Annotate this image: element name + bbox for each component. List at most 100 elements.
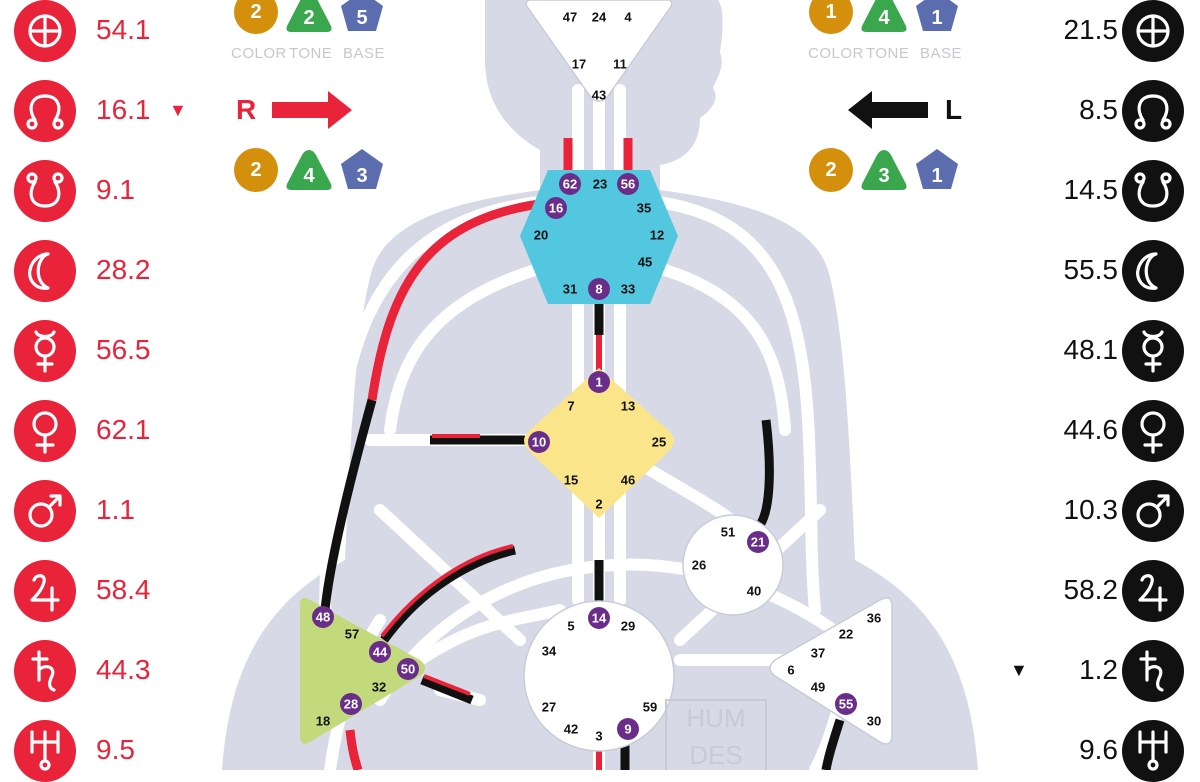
planet-gate-value: 58.4	[96, 574, 151, 605]
planet-gate-value: 54.1	[96, 14, 151, 45]
personality-venus-row: 44.6	[0, 400, 1200, 462]
gate-22: 22	[839, 626, 853, 641]
gate-number: 47	[563, 9, 577, 24]
personality-sun-row: 21.5	[0, 0, 1200, 62]
gate-33: 33	[621, 281, 635, 296]
gate-8: 8	[588, 278, 610, 300]
mercury-icon	[14, 320, 76, 382]
planet-gate-value: 44.6	[1063, 414, 1119, 445]
gate-number: 46	[621, 472, 635, 487]
gate-62: 62	[559, 173, 581, 195]
gate-number: 43	[592, 87, 606, 102]
gate-number: 17	[572, 56, 586, 71]
gate-5: 5	[567, 618, 574, 633]
gate-number: 1	[595, 374, 602, 389]
gate-29: 29	[621, 618, 635, 633]
base-badge: 5	[339, 0, 385, 34]
gate-number: 26	[692, 557, 706, 572]
variable-caption: BASE	[343, 45, 386, 62]
badge-value: 2	[250, 0, 262, 23]
variable-caption: COLOR	[231, 45, 287, 62]
planet-gate-value: 28.2	[96, 254, 151, 285]
gate-36: 36	[867, 610, 881, 625]
gate-number: 55	[839, 696, 853, 711]
gate-26: 26	[692, 557, 706, 572]
watermark-line-1: HUM	[686, 703, 745, 733]
gate-number: 30	[867, 713, 881, 728]
variable-caption: TONE	[289, 45, 333, 62]
gate-32: 32	[372, 679, 386, 694]
gate-number: 56	[621, 176, 635, 191]
north-node-icon	[1122, 80, 1184, 142]
gate-37: 37	[811, 645, 825, 660]
color-badge: 2	[233, 0, 279, 34]
gate-9: 9	[617, 718, 639, 740]
sun-icon	[14, 0, 76, 62]
moon-icon	[14, 240, 76, 302]
gate-11: 11	[613, 56, 627, 71]
gate-30: 30	[867, 713, 881, 728]
gate-46: 46	[621, 472, 635, 487]
gate-number: 9	[624, 721, 631, 736]
gate-47: 47	[563, 9, 577, 24]
gate-number: 42	[564, 721, 578, 736]
gate-number: 51	[721, 524, 735, 539]
gate-number: 33	[621, 281, 635, 296]
planet-gate-value: 1.1	[96, 494, 135, 525]
base-badge: 1	[914, 148, 960, 192]
gate-number: 28	[344, 696, 358, 711]
base-badge: 3	[339, 148, 385, 192]
gate-45: 45	[638, 254, 652, 269]
gate-31: 31	[563, 281, 577, 296]
gate-56: 56	[617, 173, 639, 195]
color-badge: 1	[808, 0, 854, 34]
planet-gate-value: 56.5	[96, 334, 151, 365]
north-node-icon	[14, 80, 76, 142]
gate-number: 44	[373, 644, 388, 659]
watermark-line-2: DES	[689, 740, 742, 770]
jupiter-icon	[1122, 560, 1184, 622]
gate-14: 14	[588, 607, 610, 629]
right-arrow-label: L	[945, 94, 963, 125]
venus-icon	[1122, 400, 1184, 462]
saturn-icon	[1122, 640, 1184, 702]
gate-number: 31	[563, 281, 577, 296]
gate-10: 10	[528, 431, 550, 453]
gate-number: 11	[613, 56, 627, 71]
tone-badge: 4	[861, 0, 907, 34]
active-channel-segment	[423, 674, 471, 696]
gate-number: 59	[643, 699, 657, 714]
gate-number: 5	[567, 618, 574, 633]
gate-number: 25	[652, 434, 666, 449]
gate-21: 21	[747, 531, 769, 553]
active-channel-segment	[420, 675, 474, 705]
gate-number: 20	[534, 227, 548, 242]
active-channel-segment	[367, 197, 556, 401]
gate-number: 50	[401, 661, 415, 676]
gate-number: 34	[542, 643, 557, 658]
jupiter-icon	[14, 560, 76, 622]
base-badge: 1	[914, 0, 960, 34]
gate-number: 32	[372, 679, 386, 694]
gate-48: 48	[312, 606, 334, 628]
sun-icon	[1122, 0, 1184, 62]
saturn-icon	[14, 640, 76, 702]
mars-icon	[14, 480, 76, 542]
gate-15: 15	[564, 472, 578, 487]
gate-number: 27	[542, 699, 556, 714]
personality-moon-row: 55.5	[0, 240, 1200, 302]
gate-number: 15	[564, 472, 578, 487]
gate-42: 42	[564, 721, 578, 736]
planet-gate-value: 1.2	[1079, 654, 1118, 685]
planet-gate-value: 62.1	[96, 414, 151, 445]
gate-number: 62	[563, 176, 577, 191]
channel-path	[319, 194, 566, 626]
channel-path	[384, 264, 541, 436]
variable-caption: BASE	[920, 45, 963, 62]
gate-23: 23	[593, 176, 607, 191]
gate-number: 7	[567, 398, 574, 413]
